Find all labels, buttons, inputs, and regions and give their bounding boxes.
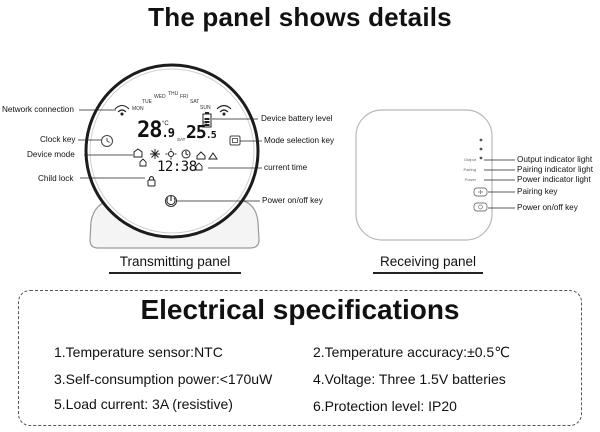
set-temperature: 25.5 xyxy=(186,122,217,145)
tiny-power-label: Power xyxy=(464,177,476,182)
leaf-icon xyxy=(181,149,191,159)
indicator-lights xyxy=(479,138,483,160)
day-sat: SAT xyxy=(190,99,200,105)
transmitting-panel-caption: Transmitting panel xyxy=(119,254,231,269)
network-icon xyxy=(114,104,130,116)
room-temp-decimal: .9 xyxy=(161,126,175,140)
set-temp-decimal: .5 xyxy=(205,130,217,141)
spec-item: 5.Load current: 3A (resistive) xyxy=(54,396,233,412)
receiving-panel-caption: Receiving panel xyxy=(379,254,477,269)
label-device-mode: Device mode xyxy=(27,150,75,159)
set-label: SAT xyxy=(177,137,186,142)
mode-selection-key-icon[interactable] xyxy=(229,135,241,146)
room-temp-value: 28 xyxy=(137,118,162,143)
device-body xyxy=(84,63,260,239)
label-receiver-power-key: Power on/off key xyxy=(517,203,578,212)
battery-icon xyxy=(202,112,212,128)
day-thu: THU xyxy=(168,91,179,97)
leader-lines-left xyxy=(78,109,145,179)
sun-icon xyxy=(165,148,177,160)
label-battery-level: Device battery level xyxy=(261,114,333,123)
room-temperature: 28.9 xyxy=(137,118,175,144)
label-pairing-indicator: Pairing indicator light xyxy=(517,165,594,174)
schedule-icon xyxy=(139,158,147,167)
set-temp-value: 25 xyxy=(186,122,207,143)
day-tue: TUE xyxy=(142,99,152,105)
day-sun: SUN xyxy=(200,105,211,111)
label-child-lock: Child lock xyxy=(38,174,74,183)
spec-item: 2.Temperature accuracy:±0.5℃ xyxy=(313,344,510,360)
specifications-title: Electrical specifications xyxy=(140,294,460,325)
heating-icon xyxy=(195,162,203,171)
label-output-indicator: Output indicator light xyxy=(517,155,593,164)
room-temp-unit: °C xyxy=(162,121,169,127)
leader-lines-receiver xyxy=(484,159,515,209)
spec-item: 4.Voltage: Three 1.5V batteries xyxy=(313,371,506,387)
pairing-key-button[interactable] xyxy=(473,187,488,197)
label-pairing-key: Pairing key xyxy=(517,187,558,196)
label-power-key: Power on/off key xyxy=(262,196,323,205)
label-clock-key: Clock key xyxy=(40,135,76,144)
weekday-indicators: MON TUE WED THU FRI SAT SUN xyxy=(132,91,212,112)
page-title: The panel shows details xyxy=(148,2,452,32)
label-network-connection: Network connection xyxy=(2,105,74,114)
day-fri: FRI xyxy=(180,94,189,100)
transmitting-caption-underline xyxy=(109,272,241,274)
receiving-caption-underline xyxy=(373,272,483,274)
specifications-box xyxy=(18,290,582,426)
power-key-button[interactable] xyxy=(473,202,488,212)
device-mode-icons xyxy=(133,148,218,160)
label-current-time: current time xyxy=(264,163,308,172)
tiny-pairing-label: Pairing xyxy=(463,167,476,172)
set-temp-unit: °C xyxy=(203,122,210,128)
tiny-output-label: Output xyxy=(463,157,476,162)
away-icon xyxy=(208,152,218,160)
receiving-device-body xyxy=(355,109,493,241)
spec-item: 1.Temperature sensor:NTC xyxy=(54,344,223,360)
clock-display: 12:38 xyxy=(157,159,197,175)
label-power-indicator: Power indicator light xyxy=(517,175,591,184)
transmitting-panel-illustration xyxy=(78,63,515,249)
home-icon xyxy=(196,151,206,160)
day-mon: MON xyxy=(132,106,144,112)
power-button[interactable] xyxy=(164,194,178,208)
child-lock-icon xyxy=(147,176,156,187)
snowflake-icon xyxy=(150,149,160,159)
clock-key-icon[interactable] xyxy=(101,135,113,147)
day-wed: WED xyxy=(154,94,166,100)
signal-icon xyxy=(216,104,232,116)
spec-item: 6.Protection level: IP20 xyxy=(313,398,457,414)
leader-lines-right xyxy=(177,118,262,202)
label-mode-selection-key: Mode selection key xyxy=(264,136,335,145)
spec-item: 3.Self-consumption power:<170uW xyxy=(54,371,273,387)
